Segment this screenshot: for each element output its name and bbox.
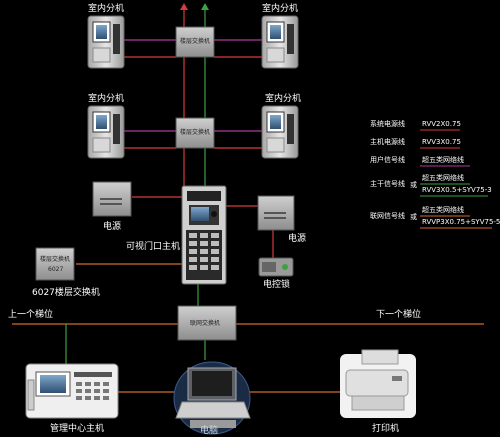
management-host-label: 管理中心主机 bbox=[50, 424, 105, 434]
power-label: 电源 bbox=[103, 222, 122, 232]
user-signal-lines bbox=[123, 39, 262, 132]
legend-key: 系统电源线 bbox=[370, 120, 405, 128]
network-switch-label: 联网交换机 bbox=[190, 320, 221, 327]
network-lines bbox=[12, 263, 484, 393]
legend-value: 超五类网络线 bbox=[422, 174, 464, 182]
printer bbox=[340, 349, 416, 418]
door-station bbox=[181, 185, 227, 285]
door-station-label: 可视门口主机 bbox=[126, 242, 181, 252]
power-box bbox=[92, 181, 132, 217]
legend-value: 超五类网络线 bbox=[422, 156, 464, 164]
prev-stair-label: 上一个梯位 bbox=[8, 310, 54, 320]
floor-switch-label: 楼层交换机 bbox=[180, 38, 211, 45]
electric-lock bbox=[258, 257, 294, 277]
power-box bbox=[257, 195, 295, 231]
indoor-unit-label: 室内分机 bbox=[88, 94, 125, 104]
legend-key: 主干信号线 bbox=[370, 180, 405, 188]
indoor-unit bbox=[87, 15, 125, 69]
next-stair-label: 下一个梯位 bbox=[376, 310, 422, 320]
floor-switch-box bbox=[175, 117, 215, 149]
indoor-unit bbox=[261, 105, 299, 159]
network-switch-box bbox=[177, 305, 237, 341]
legend-value-alt: RVV3X0.5+SYV75-3 bbox=[422, 186, 492, 194]
legend-key: 联网信号线 bbox=[370, 212, 405, 220]
legend-or: 或 bbox=[410, 181, 417, 189]
printer-label: 打印机 bbox=[372, 424, 400, 434]
indoor-unit-label: 室内分机 bbox=[88, 4, 125, 14]
floor-switch-6027-box bbox=[35, 247, 75, 281]
floor-switch-6027-model: 6027 bbox=[48, 266, 64, 273]
legend-value: RVV2X0.75 bbox=[422, 120, 461, 128]
indoor-unit-label: 室内分机 bbox=[262, 4, 299, 14]
legend-underlines bbox=[420, 129, 492, 229]
floor-switch-label: 楼层交换机 bbox=[180, 129, 211, 136]
legend-value: 超五类网络线 bbox=[422, 206, 464, 214]
legend-or: 或 bbox=[410, 213, 417, 221]
computer-label: 电脑 bbox=[200, 426, 219, 436]
riser-arrows bbox=[180, 3, 209, 18]
indoor-unit bbox=[87, 105, 125, 159]
floor-switch-6027-title: 楼层交换机 bbox=[40, 256, 71, 263]
management-host bbox=[25, 363, 119, 419]
legend-key: 用户信号线 bbox=[370, 156, 405, 164]
computer bbox=[173, 361, 251, 435]
floor-switch-box bbox=[175, 26, 215, 58]
legend-key: 主机电源线 bbox=[370, 138, 405, 146]
indoor-unit-label: 室内分机 bbox=[265, 94, 302, 104]
indoor-unit bbox=[261, 15, 299, 69]
legend-value-alt: RVVP3X0.75+SYV75-5 bbox=[422, 218, 500, 226]
power-label: 电源 bbox=[288, 234, 307, 244]
floor-switch-6027-caption: 6027楼层交换机 bbox=[32, 288, 100, 298]
power-lines bbox=[123, 56, 274, 258]
legend-value: RVV3X0.75 bbox=[422, 138, 461, 146]
lock-label: 电控锁 bbox=[263, 280, 291, 290]
